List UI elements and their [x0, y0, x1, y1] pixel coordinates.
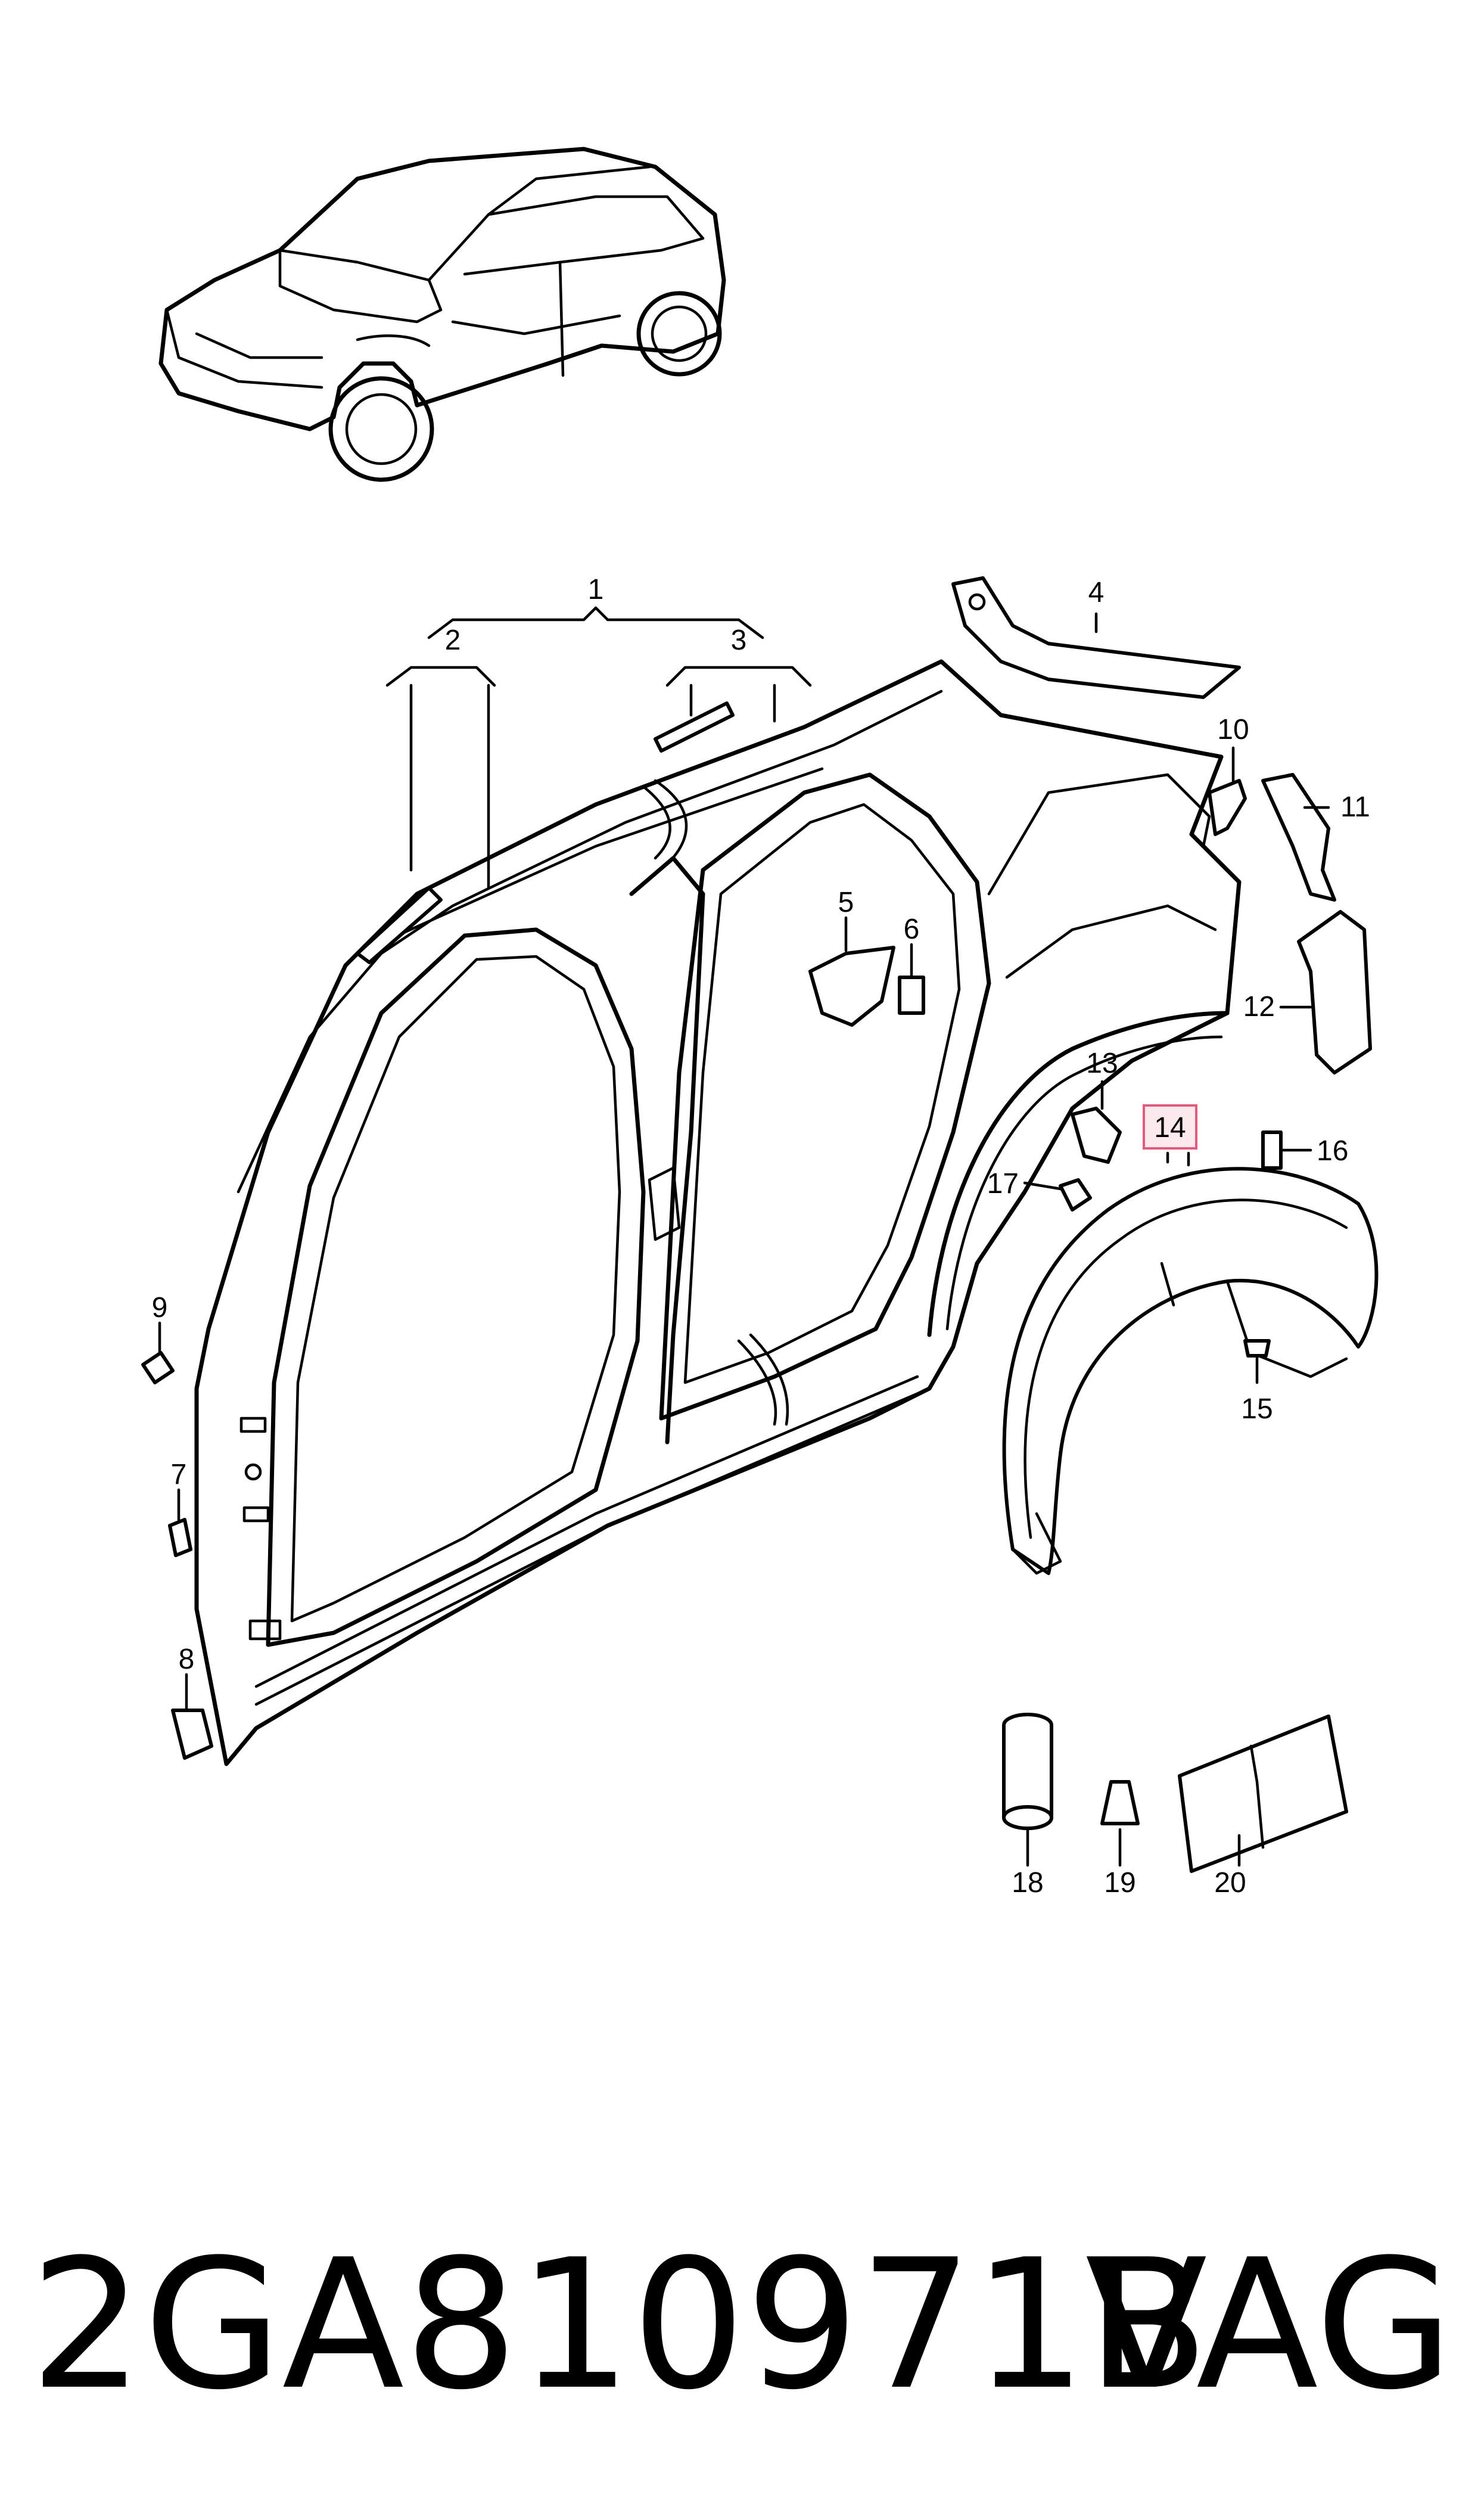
- part-5-bracket: [808, 916, 895, 1027]
- callout-18: 18: [1012, 1867, 1043, 1899]
- trim-strip-2: [356, 886, 443, 964]
- callout-6: 6: [904, 914, 920, 945]
- part-10-bracket: [1208, 746, 1247, 836]
- part-4-reinforcement: [951, 576, 1241, 699]
- callout-16: 16: [1317, 1135, 1348, 1167]
- part-number: 2GA810971B: [30, 2221, 1209, 2429]
- brand-label: VAG: [1085, 2221, 1454, 2429]
- trim-strip-3: [654, 701, 735, 753]
- callout-3: 3: [731, 625, 747, 656]
- callout-11: 11: [1340, 791, 1370, 823]
- callout-labels: 1 2 3 4 5 6 7 8 9 10 11 12 13 14 15 16 1…: [152, 574, 1370, 1899]
- callout-1: 1: [588, 574, 604, 605]
- part-7-clip: [168, 1488, 192, 1557]
- callout-17: 17: [987, 1168, 1019, 1200]
- callout-15: 15: [1241, 1393, 1273, 1425]
- side-panel-assembly: [194, 659, 1242, 1766]
- part-19-clip: [1100, 1780, 1140, 1867]
- callout-5: 5: [838, 887, 854, 918]
- callout-14: 14: [1154, 1112, 1186, 1144]
- part-20-pad: [1178, 1714, 1348, 1873]
- part-18-canister: [1002, 1713, 1053, 1867]
- callout-2: 2: [445, 625, 461, 656]
- callout-12: 12: [1243, 991, 1275, 1023]
- callout-7: 7: [171, 1459, 187, 1490]
- callout-20: 20: [1214, 1867, 1246, 1899]
- callout-14-highlight: [1143, 1104, 1197, 1150]
- group-bracket: [385, 606, 812, 890]
- callout-10: 10: [1217, 714, 1249, 746]
- part-16-fastener: [1261, 1130, 1312, 1170]
- part-6-clip: [898, 943, 925, 1015]
- part-11-bracket: [1261, 773, 1336, 902]
- part-12-panel: [1279, 910, 1372, 1074]
- part-15-screw: [1243, 1339, 1271, 1384]
- vehicle-illustration: [158, 147, 726, 482]
- part-17-clip: [1023, 1178, 1092, 1212]
- part-13-clip: [1071, 1080, 1122, 1164]
- part-8-bracket: [171, 1673, 213, 1760]
- callout-4: 4: [1088, 577, 1105, 608]
- callout-8: 8: [179, 1644, 195, 1675]
- callout-9: 9: [152, 1292, 168, 1324]
- part-14-wheel-arch-liner: [1002, 1151, 1379, 1575]
- part-9-cap: [141, 1321, 175, 1384]
- callout-13: 13: [1086, 1048, 1118, 1079]
- callout-19: 19: [1104, 1867, 1135, 1899]
